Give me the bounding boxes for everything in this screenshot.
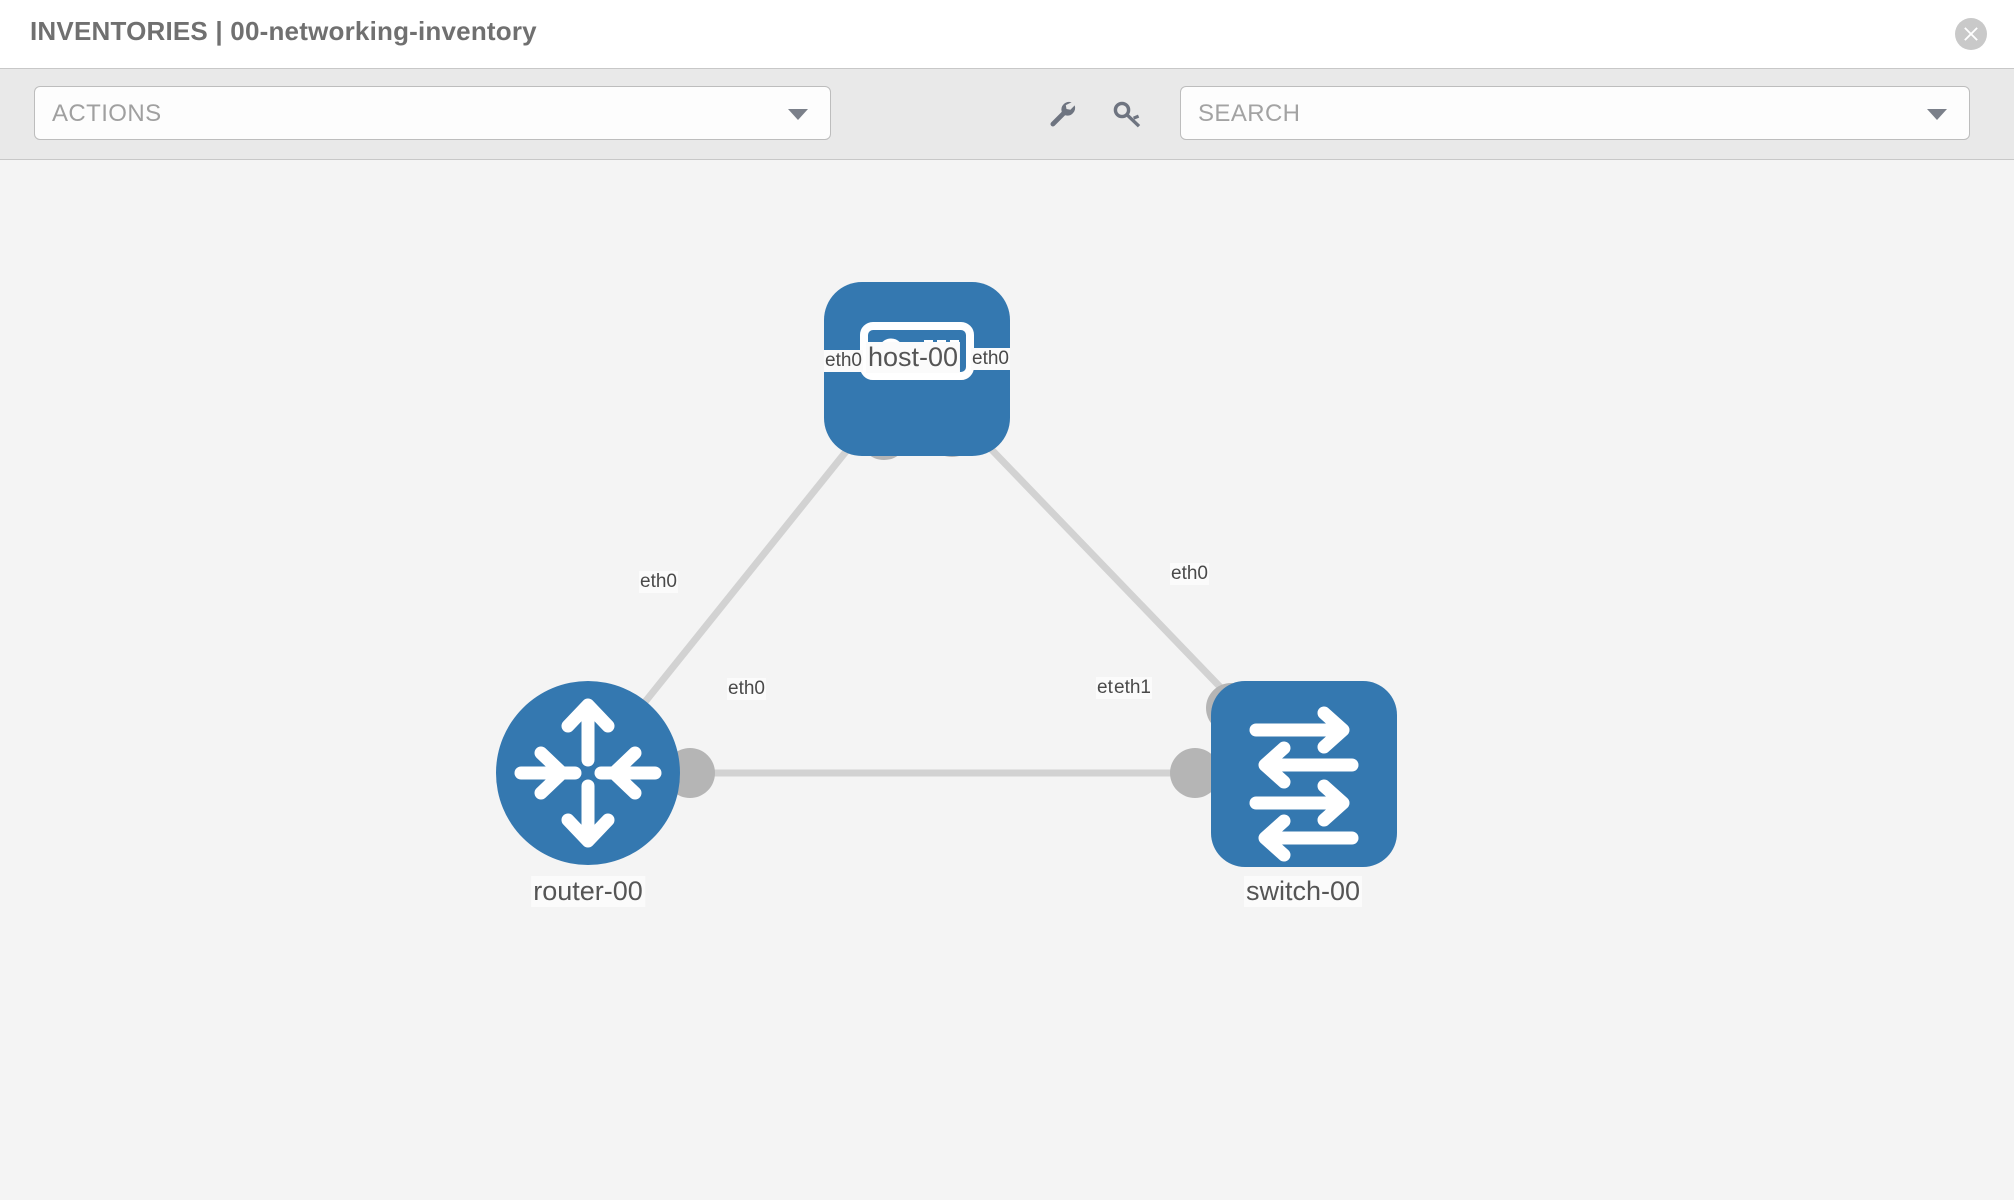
iface-label-host00-right: eth0	[971, 348, 1010, 370]
chevron-down-icon	[788, 109, 808, 120]
connector-switch00-west	[1170, 748, 1220, 798]
node-router-00	[496, 681, 680, 865]
iface-label-router00-east: eth0	[727, 678, 766, 700]
topology-canvas[interactable]: host-00 router-00 switch-00 eth0 eth0 et…	[0, 160, 2014, 1200]
node-label-host-00[interactable]: host-00	[865, 342, 961, 373]
switch-icon	[1249, 706, 1359, 862]
wrench-icon[interactable]	[1046, 97, 1080, 131]
topology-graph	[496, 282, 1397, 867]
node-switch-00	[1211, 681, 1397, 867]
node-label-router-00[interactable]: router-00	[531, 876, 645, 907]
search-placeholder: SEARCH	[1198, 100, 1301, 127]
iface-label-switch00-west-b: eth1	[1113, 677, 1152, 699]
iface-label-switch00-north: eth0	[1170, 563, 1209, 585]
node-label-switch-00[interactable]: switch-00	[1243, 876, 1363, 907]
toolbar: ACTIONS SEARCH	[0, 68, 2014, 160]
page-title: INVENTORIES | 00-networking-inventory	[30, 16, 537, 46]
chevron-down-icon[interactable]	[1927, 109, 1947, 120]
key-icon[interactable]	[1111, 97, 1145, 131]
router-icon	[514, 698, 662, 848]
page-header: INVENTORIES | 00-networking-inventory	[0, 0, 2014, 68]
close-icon[interactable]	[1955, 18, 1987, 50]
iface-label-host00-left: eth0	[824, 350, 863, 372]
topology-connectors	[665, 407, 1256, 798]
actions-dropdown-label: ACTIONS	[52, 100, 162, 127]
actions-dropdown[interactable]: ACTIONS	[34, 86, 831, 140]
iface-label-router00-north: eth0	[639, 571, 678, 593]
search-input[interactable]: SEARCH	[1180, 86, 1970, 140]
